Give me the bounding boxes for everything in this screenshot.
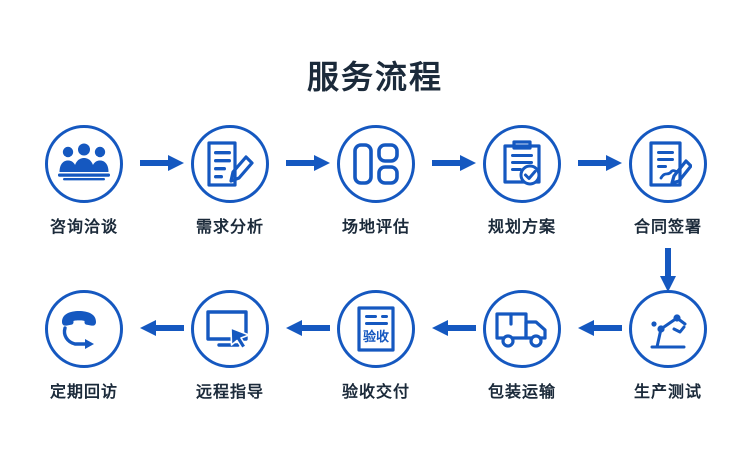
- flow-node-packaging-shipping[interactable]: 包装运输: [474, 290, 570, 402]
- arrow-left-4: [578, 320, 622, 336]
- flow-node-label: 规划方案: [487, 219, 556, 236]
- flow-node-contract-signing[interactable]: 合同签署: [620, 125, 716, 237]
- clipboard-check-icon: [503, 140, 541, 186]
- flow-node-site-evaluation[interactable]: 场地评估: [328, 125, 424, 237]
- contract-signature-icon: [649, 141, 692, 187]
- flow-node-planning[interactable]: 规划方案: [474, 125, 570, 237]
- robot-arm-icon: [650, 314, 687, 349]
- delivery-truck-icon: [495, 312, 547, 348]
- layout-blocks-icon: [353, 143, 399, 185]
- flow-node-label: 需求分析: [195, 219, 264, 236]
- page-title: 服务流程: [306, 59, 443, 95]
- arrow-right-2: [286, 155, 330, 171]
- flow-node-label: 远程指导: [195, 384, 264, 401]
- arrow-right-4: [578, 155, 622, 171]
- flow-node-production-testing[interactable]: 生产测试: [620, 290, 716, 402]
- flow-node-periodic-followup[interactable]: 定期回访: [36, 290, 132, 402]
- flow-node-label: 验收交付: [341, 384, 410, 401]
- acceptance-circle: 验收: [337, 290, 415, 368]
- flow-node-label: 合同签署: [633, 219, 702, 236]
- arrow-left-3: [432, 320, 476, 336]
- production-testing-circle: [629, 290, 707, 368]
- flow-node-requirement-analysis[interactable]: 需求分析: [182, 125, 278, 237]
- arrow-down-connector: [660, 248, 676, 292]
- arrow-right-3: [432, 155, 476, 171]
- acceptance-form-icon: 验收: [357, 306, 395, 352]
- flow-row-2: 定期回访 远程指导: [0, 290, 750, 410]
- flow-node-remote-guidance[interactable]: 远程指导: [182, 290, 278, 402]
- monitor-cursor-icon: [206, 310, 250, 350]
- flow-row-1: 咨询洽谈: [0, 125, 750, 245]
- followup-circle: [45, 290, 123, 368]
- flow-node-label: 包装运输: [487, 384, 556, 401]
- arrow-right-1: [140, 155, 184, 171]
- remote-guidance-circle: [191, 290, 269, 368]
- requirement-circle: [191, 125, 269, 203]
- flow-node-label: 生产测试: [633, 384, 702, 401]
- document-pencil-icon: [207, 141, 254, 187]
- consultation-circle: [45, 125, 123, 203]
- acceptance-inner-text: 验收: [363, 329, 390, 344]
- flow-node-label: 定期回访: [49, 384, 118, 401]
- contract-circle: [629, 125, 707, 203]
- flow-node-consultation[interactable]: 咨询洽谈: [36, 125, 132, 237]
- consultation-people-icon: [58, 143, 110, 181]
- arrow-left-2: [286, 320, 330, 336]
- flow-node-label: 咨询洽谈: [49, 219, 118, 236]
- shipping-circle: [483, 290, 561, 368]
- flow-node-label: 场地评估: [341, 219, 410, 236]
- site-evaluation-circle: [337, 125, 415, 203]
- arrow-left-1: [140, 320, 184, 336]
- planning-circle: [483, 125, 561, 203]
- flow-node-acceptance-delivery[interactable]: 验收 验收交付: [328, 290, 424, 402]
- telephone-icon: [62, 311, 96, 349]
